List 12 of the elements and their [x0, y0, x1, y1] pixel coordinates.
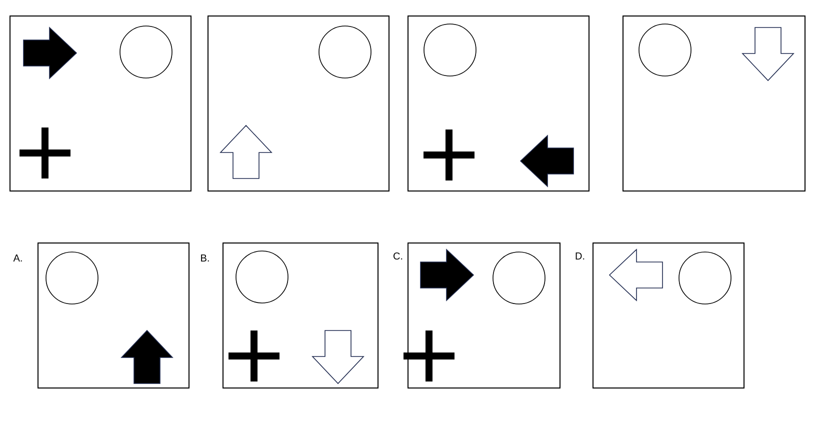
option-label: A. [13, 254, 22, 262]
panel-box [408, 242, 560, 388]
panel-box [592, 242, 744, 388]
panel-box [38, 242, 190, 388]
option-label: D. [576, 252, 584, 260]
panel-box [622, 16, 806, 192]
option-label: B. [201, 254, 209, 262]
panel-box [408, 16, 590, 192]
panel-box [222, 242, 378, 388]
option-label: C. [394, 252, 402, 260]
panel-box [10, 16, 192, 192]
panel-box [208, 16, 390, 192]
